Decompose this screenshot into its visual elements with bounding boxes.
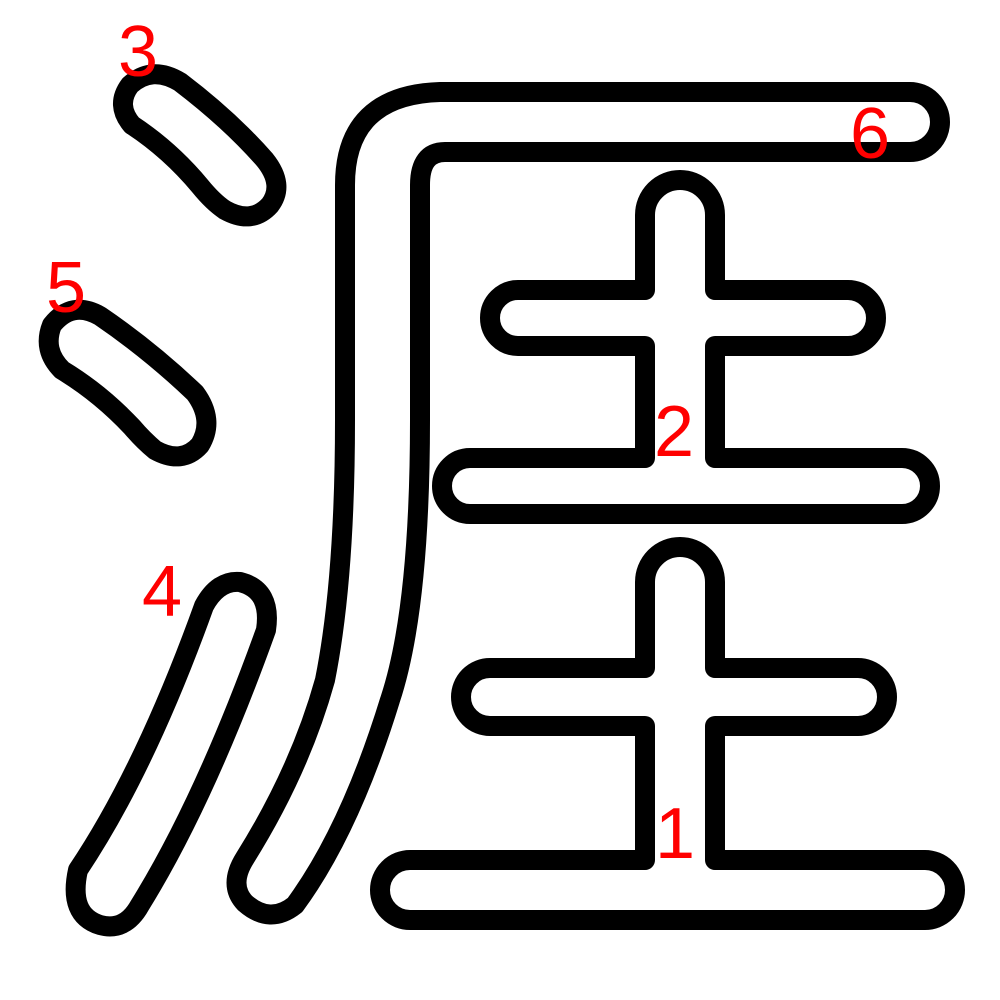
stroke-number-1: 1 [655, 794, 695, 874]
stroke-number-2: 2 [654, 392, 694, 472]
stroke-number-3: 3 [118, 12, 158, 92]
stroke-5-middle-drop-outline [38, 299, 217, 467]
stroke-number-5: 5 [46, 248, 86, 328]
stroke-number-4: 4 [142, 552, 182, 632]
stroke-number-6: 6 [850, 94, 890, 174]
stroke-2-upper-earth-outline [432, 170, 940, 524]
stroke-1-lower-earth-outline [370, 537, 965, 930]
stroke-6-cliff-outline [226, 82, 950, 925]
stroke-3-top-drop-outline [113, 64, 287, 227]
stroke-4-rising-stroke-outline [65, 571, 277, 937]
